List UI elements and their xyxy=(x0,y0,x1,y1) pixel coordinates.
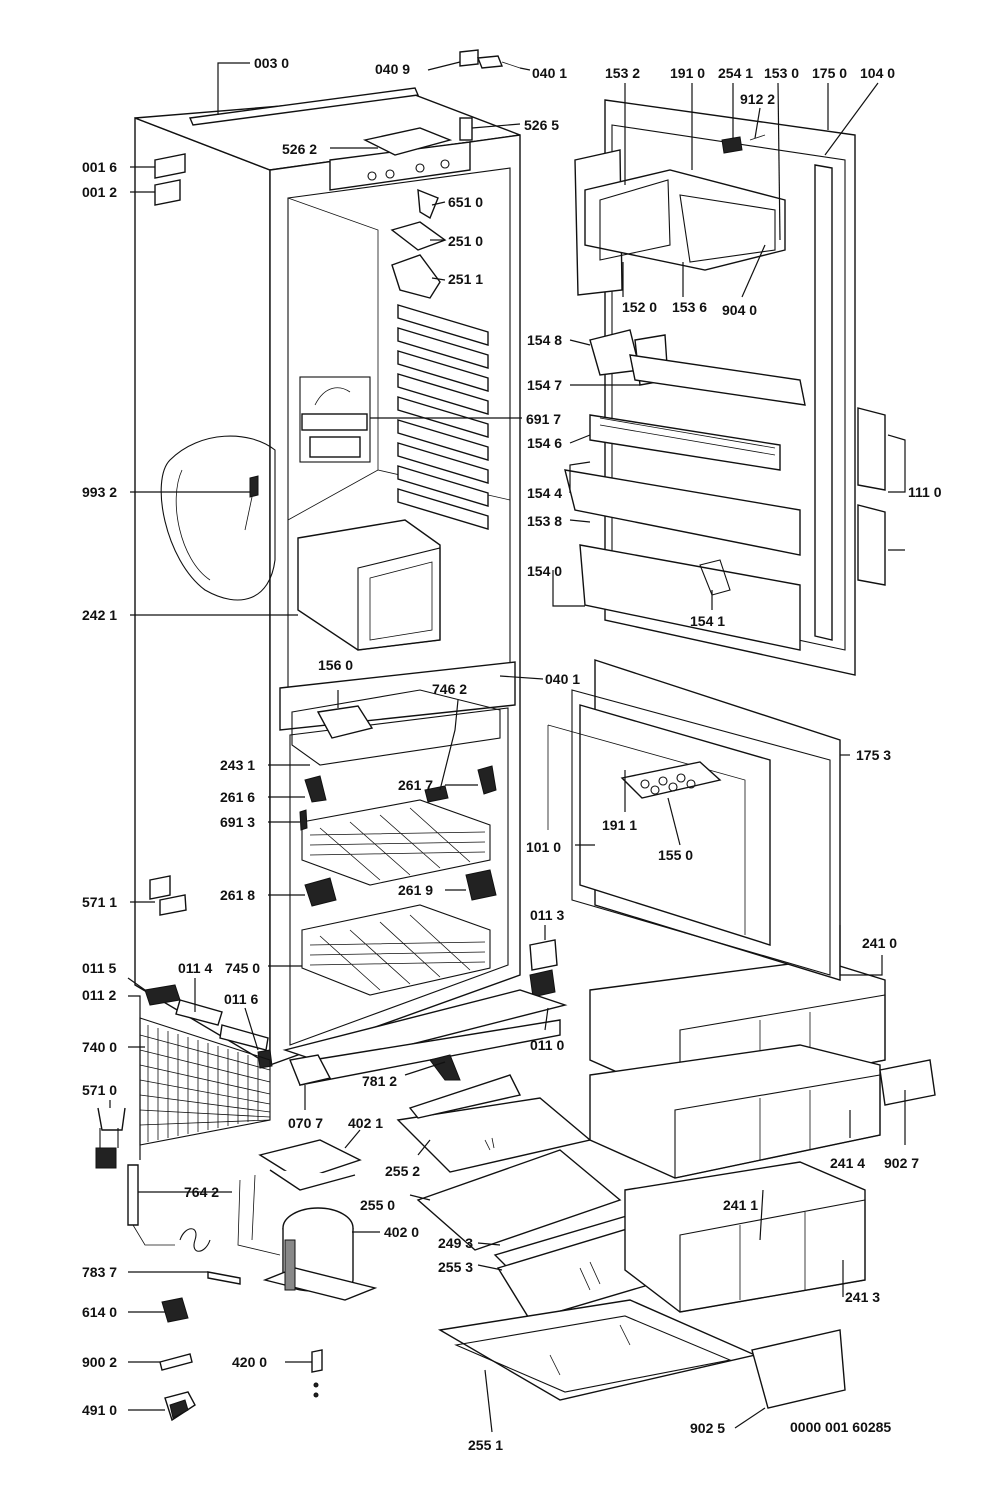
part-label: 491 0 xyxy=(82,1402,117,1418)
part-label: 241 1 xyxy=(723,1197,758,1213)
part-label: 251 1 xyxy=(448,271,483,287)
part-label: 241 0 xyxy=(862,935,897,951)
part-label: 255 0 xyxy=(360,1197,395,1213)
part-label: 261 8 xyxy=(220,887,255,903)
part-label: 904 0 xyxy=(722,302,757,318)
part-label: 011 0 xyxy=(530,1037,564,1053)
part-label: 104 0 xyxy=(860,65,895,81)
part-label: 040 1 xyxy=(532,65,567,81)
part-label: 255 2 xyxy=(385,1163,420,1179)
part-label: 191 0 xyxy=(670,65,705,81)
ice-tray xyxy=(316,705,374,739)
part-label: 402 0 xyxy=(384,1224,419,1240)
part-label: 040 1 xyxy=(545,671,580,687)
part-label: 261 6 xyxy=(220,789,255,805)
part-label: 571 0 xyxy=(82,1082,117,1098)
part-label: 254 1 xyxy=(718,65,753,81)
part-label: 243 1 xyxy=(220,757,255,773)
part-label: 241 4 xyxy=(830,1155,865,1171)
part-label: 993 2 xyxy=(82,484,117,500)
part-label: 740 0 xyxy=(82,1039,117,1055)
part-label: 154 8 xyxy=(527,332,562,348)
part-label: 152 0 xyxy=(622,299,657,315)
freezer-door xyxy=(547,659,841,981)
part-label: 745 0 xyxy=(225,960,260,976)
part-label: 526 5 xyxy=(524,117,559,133)
part-label: 783 7 xyxy=(82,1264,117,1280)
part-label: 155 0 xyxy=(658,847,693,863)
part-label: 242 1 xyxy=(82,607,117,623)
refrigeration-system xyxy=(95,1017,461,1422)
part-label: 764 2 xyxy=(184,1184,219,1200)
part-label: 261 9 xyxy=(398,882,433,898)
part-label: 175 3 xyxy=(856,747,891,763)
freezer-drawers xyxy=(589,959,936,1409)
evaporator-grids xyxy=(301,799,491,996)
part-label: 001 2 xyxy=(82,184,117,200)
top-trim-strip xyxy=(188,87,420,126)
part-label: 154 4 xyxy=(527,485,562,501)
part-label: 614 0 xyxy=(82,1304,117,1320)
part-label: 011 4 xyxy=(178,960,212,976)
part-label: 153 6 xyxy=(672,299,707,315)
freezer-cover xyxy=(291,689,501,766)
part-label: 175 0 xyxy=(812,65,847,81)
lamp-socket xyxy=(417,188,439,220)
cabinet-side-panel xyxy=(134,116,271,1067)
part-label: 900 2 xyxy=(82,1354,117,1370)
part-label: 249 3 xyxy=(438,1235,473,1251)
part-label: 251 0 xyxy=(448,233,483,249)
freezer-compartment xyxy=(289,707,509,1046)
diagram-id-label: 0000 001 60285 xyxy=(790,1419,891,1435)
freezer-clip xyxy=(304,775,327,803)
part-label: 902 5 xyxy=(690,1420,725,1436)
part-label: 912 2 xyxy=(740,91,775,107)
part-label: 420 0 xyxy=(232,1354,267,1370)
part-label: 902 7 xyxy=(884,1155,919,1171)
part-labels: 003 0 040 9 040 1 526 5 526 2 001 6 001 … xyxy=(82,55,942,1453)
part-label: 154 7 xyxy=(527,377,562,393)
control-panel xyxy=(329,141,471,191)
part-label: 154 6 xyxy=(527,435,562,451)
lamp-holder xyxy=(391,254,441,299)
part-label: 402 1 xyxy=(348,1115,383,1131)
part-label: 153 8 xyxy=(527,513,562,529)
side-lamp-cover xyxy=(160,435,276,601)
part-label: 255 1 xyxy=(468,1437,503,1453)
part-label: 154 1 xyxy=(690,613,725,629)
part-label: 003 0 xyxy=(254,55,289,71)
part-label: 156 0 xyxy=(318,657,353,673)
part-label: 691 3 xyxy=(220,814,255,830)
part-label: 261 7 xyxy=(398,777,433,793)
part-label: 571 1 xyxy=(82,894,117,910)
part-label: 746 2 xyxy=(432,681,467,697)
fridge-door xyxy=(564,99,886,676)
part-label: 111 0 xyxy=(908,484,942,500)
part-label: 781 2 xyxy=(362,1073,397,1089)
part-label: 153 0 xyxy=(764,65,799,81)
part-label: 255 3 xyxy=(438,1259,473,1275)
part-label: 011 2 xyxy=(82,987,116,1003)
part-label: 651 0 xyxy=(448,194,483,210)
part-label: 001 6 xyxy=(82,159,117,175)
part-label: 070 7 xyxy=(288,1115,323,1131)
part-label: 040 9 xyxy=(375,61,410,77)
part-label: 011 5 xyxy=(82,960,116,976)
leader-lines xyxy=(109,61,906,1433)
part-label: 154 0 xyxy=(527,563,562,579)
part-label: 011 6 xyxy=(224,991,258,1007)
part-label: 526 2 xyxy=(282,141,317,157)
part-label: 011 3 xyxy=(530,907,564,923)
part-label: 241 3 xyxy=(845,1289,880,1305)
cabinet-drawing xyxy=(134,49,568,1086)
part-label: 691 7 xyxy=(526,411,561,427)
shelf-ribs xyxy=(397,304,489,530)
part-label: 101 0 xyxy=(526,839,561,855)
part-label: 153 2 xyxy=(605,65,640,81)
part-label: 191 1 xyxy=(602,817,637,833)
